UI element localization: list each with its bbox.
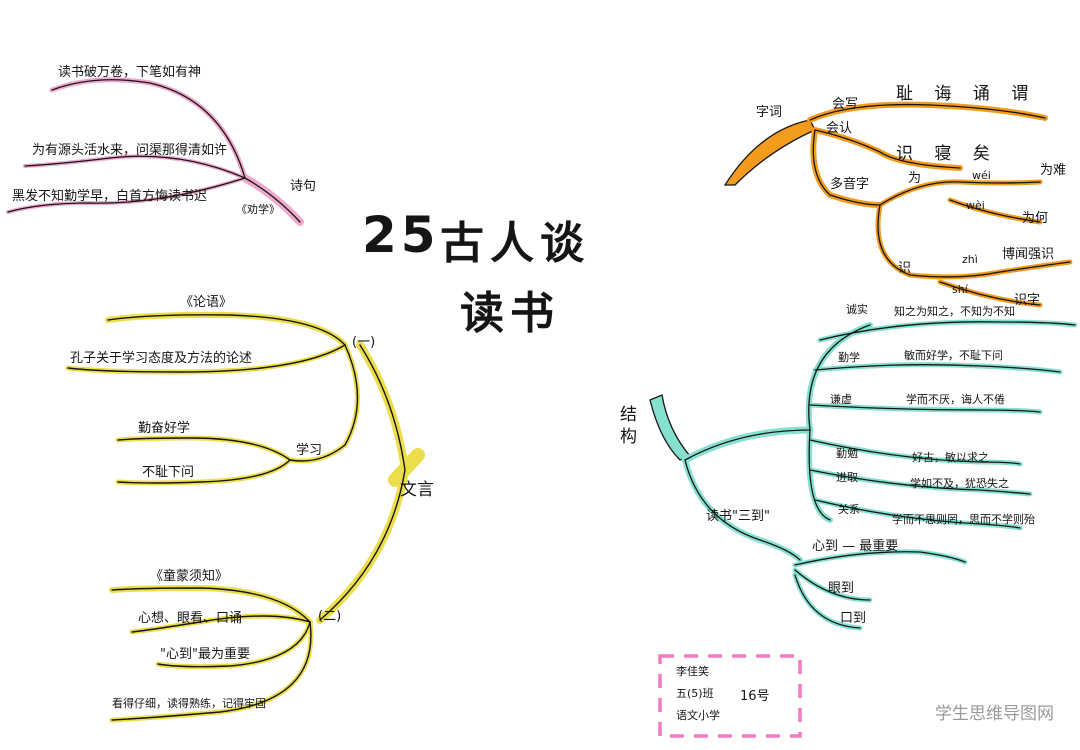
yellow-p1-top — [105, 311, 348, 348]
yellow-stub — [388, 448, 425, 487]
yellow-p1-source: 《论语》 — [180, 295, 233, 310]
orange-branch-lines — [723, 101, 1073, 308]
title-line-2: 读书 — [460, 288, 560, 339]
teal-branch-lines — [649, 319, 1078, 631]
yellow-p2-item-3: 看得仔细，读得熟练，记得牢固 — [112, 697, 266, 710]
orange-shi: shí — [952, 283, 968, 296]
orange-label: 字词 — [756, 105, 783, 120]
teal-item-1-text: 知之为知之，不知为不知 — [894, 305, 1015, 318]
teal-item-6-label: 关系 — [838, 503, 860, 516]
orange-read-label: 会认 — [826, 121, 853, 136]
yellow-p2-item-2: "心到"最为重要 — [160, 647, 250, 662]
yellow-label: 文言 — [400, 480, 434, 500]
title-line-1: 古人谈 — [440, 218, 590, 269]
student-role: 语文小学 — [676, 709, 720, 722]
yellow-p1-group: 学习 — [296, 443, 323, 458]
teal-item-4-text: 好古，敏以求之 — [912, 451, 989, 464]
orange-shi-word: 识字 — [1014, 293, 1041, 308]
teal-three-item-2: 眼到 — [828, 581, 855, 596]
orange-write-chars: 耻 诲 诵 谓 — [896, 84, 1037, 104]
yellow-p2-marker: (二) — [318, 609, 342, 624]
orange-zhi-word: 博闻强识 — [1002, 247, 1055, 262]
pink-item-1: 读书破万卷，下笔如有神 — [58, 65, 202, 80]
pink-label: 诗句 — [290, 179, 317, 194]
pink-sub: 《劝学》 — [236, 203, 280, 216]
teal-item-2-text: 敏而好学，不耻下问 — [904, 349, 1003, 362]
yellow-p1-a — [115, 435, 293, 463]
teal-item-1-label: 诚实 — [846, 303, 868, 316]
orange-wei2-word: 为难 — [1040, 163, 1067, 178]
teal-i1 — [817, 319, 1078, 343]
orange-poly-label: 多音字 — [830, 177, 870, 192]
teal-three-label: 读书"三到" — [706, 509, 770, 524]
teal-three-item-3: 口到 — [840, 611, 867, 626]
student-name: 李佳笑 — [676, 665, 709, 678]
orange-wei4: wèi — [966, 199, 985, 212]
orange-char-1: 为 — [908, 171, 922, 186]
teal-item-5-label: 进取 — [836, 471, 858, 484]
orange-char-2: 识 — [898, 261, 912, 276]
orange-wedge — [723, 119, 816, 186]
title-number: 25 — [362, 206, 440, 264]
teal-item-6-text: 学而不思则罔，思而不学则殆 — [892, 513, 1035, 526]
pink-ink-1 — [51, 79, 246, 179]
student-number: 16号 — [740, 689, 770, 704]
teal-three-item-1: 心到 — 最重要 — [812, 539, 899, 554]
pink-branch-lines — [6, 77, 304, 226]
teal-item-5-text: 学如不及，犹恐失之 — [910, 477, 1009, 490]
student-class: 五(5)班 — [676, 687, 714, 700]
pink-ink-stem — [244, 177, 301, 223]
pink-line-2 — [23, 154, 247, 180]
teal-i3 — [807, 402, 1043, 415]
yellow-p1-item-2: 不耻下问 — [142, 465, 195, 480]
orange-wei4-word: 为何 — [1022, 211, 1049, 226]
pink-ink-3 — [7, 177, 246, 213]
orange-zhi: zhì — [962, 253, 978, 266]
teal-item-3-label: 谦虚 — [830, 393, 852, 406]
orange-read-chars: 识 寝 矣 — [896, 144, 998, 164]
watermark: 学生思维导图网 — [935, 704, 1054, 724]
yellow-p1-desc: 孔子关于学习态度及方法的论述 — [70, 351, 253, 366]
teal-hub — [681, 426, 814, 464]
pink-item-3: 黑发不知勤学早，白首方悔读书迟 — [12, 189, 208, 204]
teal-wedge — [649, 394, 692, 461]
teal-item-3-text: 学而不厌，诲人不倦 — [906, 393, 1005, 406]
yellow-p2-item-1: 心想、眼看、口诵 — [138, 611, 243, 626]
student-box-border — [658, 654, 802, 738]
orange-wei2: wéi — [972, 169, 991, 182]
pink-item-2: 为有源头活水来，问渠那得清如许 — [32, 143, 228, 158]
pink-ink-2 — [24, 155, 246, 179]
yellow-branch-lines — [65, 311, 425, 723]
teal-label: 结构 — [620, 405, 637, 448]
orange-write-label: 会写 — [832, 97, 859, 112]
yellow-p1-item-1: 勤奋好学 — [138, 421, 191, 436]
yellow-p1-marker: (一) — [352, 335, 376, 350]
teal-item-2-label: 勤学 — [838, 351, 860, 364]
teal-item-4-label: 勤勉 — [836, 447, 858, 460]
yellow-p2-source: 《童蒙须知》 — [150, 569, 229, 584]
